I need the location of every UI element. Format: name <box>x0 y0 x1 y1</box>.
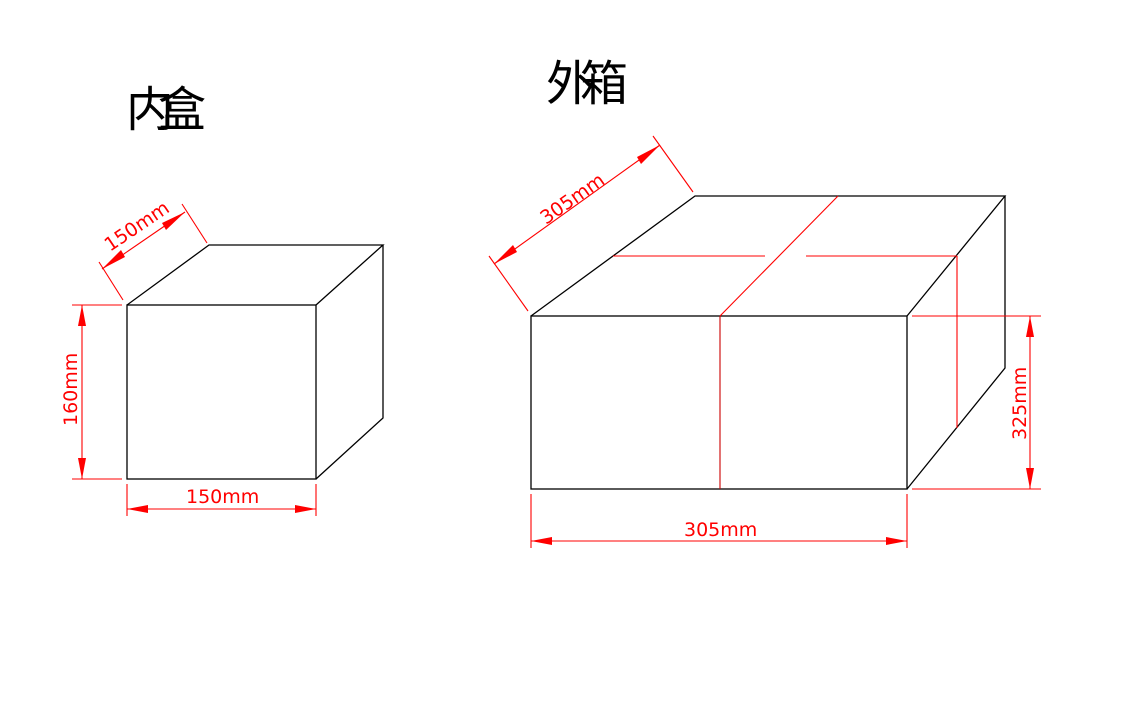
inner-depth-label: 150mm <box>100 197 173 256</box>
outer-height-label: 325mm <box>1009 367 1031 440</box>
inner-width-label: 150mm <box>186 486 259 508</box>
outer-box-front-face <box>530 315 908 490</box>
inner-box-side-face <box>315 245 384 480</box>
inner-height-label: 160mm <box>60 353 82 426</box>
inner-box-title: 内盒 <box>126 82 206 138</box>
outer-box: 外箱 305mm 325mm <box>488 56 1041 548</box>
inner-box: 内盒 150mm 160mm 150mm <box>60 82 385 516</box>
outer-box-title: 外箱 <box>546 56 628 112</box>
inner-box-top-face <box>126 244 385 306</box>
inner-box-front-face <box>126 304 317 480</box>
top-seam-line <box>719 195 839 317</box>
outer-width-label: 305mm <box>684 519 757 541</box>
outer-box-side-face <box>906 196 1006 490</box>
outer-height-dimension: 325mm <box>912 315 1041 490</box>
inner-width-dimension: 150mm <box>126 484 317 516</box>
outer-width-dimension: 305mm <box>530 494 908 548</box>
outer-depth-dimension: 305mm <box>488 135 694 312</box>
inner-depth-dimension: 150mm <box>98 197 208 301</box>
inner-height-dimension: 160mm <box>60 304 122 480</box>
outer-depth-label: 305mm <box>536 169 609 229</box>
